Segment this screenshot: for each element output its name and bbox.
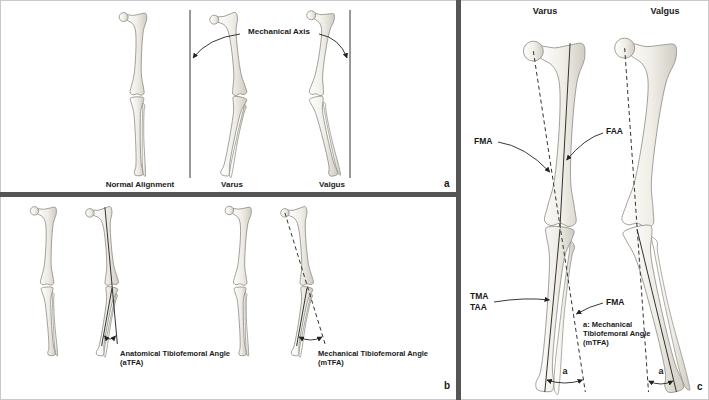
anatomical-axis-line — [105, 207, 117, 344]
angle-label: Anatomical Tibiofemoral Angle (aTFA) — [120, 349, 232, 367]
leg-skeleton — [86, 207, 119, 358]
leader-arrow — [193, 34, 240, 58]
tibia-bone — [96, 287, 118, 356]
tibia-bone — [536, 226, 574, 391]
mechanical-axis-line — [285, 213, 325, 344]
femur-bone — [231, 207, 251, 285]
tibia-bone — [41, 287, 55, 356]
femoral-mechanical-axis — [625, 48, 649, 392]
femur-bone — [126, 13, 147, 95]
femoral-head — [210, 15, 219, 24]
leg-skeleton — [225, 206, 251, 356]
femoral-head — [30, 207, 38, 215]
leader-arrow — [576, 303, 603, 314]
leader-arrow — [567, 133, 603, 160]
alignment-label: Varus — [515, 6, 575, 17]
panel-letter: c — [697, 381, 707, 393]
leg-skeleton — [30, 207, 57, 356]
leader-arrow — [494, 299, 549, 302]
angle-symbol: a — [655, 366, 667, 377]
axis-group — [102, 10, 677, 392]
axis-label: Mechanical Axis — [239, 27, 319, 37]
alignment-label: Valgus — [307, 180, 357, 190]
axis-abbreviation: FMA — [606, 297, 636, 307]
femoral-mechanical-axis — [533, 51, 585, 392]
tibial-axis-line — [297, 288, 307, 346]
femoral-head — [86, 209, 95, 218]
angle-symbol: a — [559, 366, 571, 377]
leader-arrow — [498, 142, 550, 172]
axis-abbreviation: FMA — [474, 136, 504, 146]
leg-skeleton — [523, 41, 585, 394]
tibial-axis-line — [637, 229, 676, 392]
tibia-bone — [130, 97, 144, 176]
angle-label: Mechanical Tibiofemoral Angle (mTFA) — [318, 349, 430, 367]
femoral-head — [307, 11, 316, 20]
mechanical-axis-line — [350, 10, 351, 178]
axis-abbreviation: TAA — [470, 302, 500, 312]
femoral-head — [225, 206, 233, 214]
angle-arc — [649, 381, 673, 384]
femur-bone — [216, 12, 247, 95]
panel-separator — [456, 0, 461, 400]
tibial-axis-line — [102, 288, 112, 346]
tibial-axis-line — [545, 229, 560, 392]
panel-letter: a — [444, 178, 458, 190]
angle-arc — [547, 380, 583, 383]
axis-abbreviation: FAA — [606, 126, 636, 136]
tibia-bone — [291, 287, 313, 356]
panel-letter: b — [444, 380, 458, 392]
leg-skeleton — [615, 38, 690, 392]
bone-group — [30, 11, 690, 395]
angle-caption: a: Mechanical Tibiofemoral Angle (mTFA) — [583, 320, 651, 347]
alignment-label: Valgus — [635, 6, 695, 17]
panel-separator — [0, 192, 456, 197]
angle-arc — [104, 336, 115, 339]
tibia-bone — [221, 96, 247, 176]
leg-skeleton — [210, 12, 247, 177]
femur-bone — [538, 43, 585, 226]
alignment-label: Normal Alignment — [92, 180, 188, 190]
fibula-bone — [142, 103, 145, 176]
alignment-label: Varus — [207, 180, 257, 190]
fibula-bone — [245, 292, 249, 356]
axis-abbreviation: TMA — [470, 291, 500, 301]
leg-skeleton — [119, 13, 147, 177]
tibia-bone — [623, 225, 684, 392]
femur-bone — [309, 13, 334, 95]
femoral-head — [119, 13, 128, 22]
tibia-bone — [234, 287, 246, 356]
femur-bone — [287, 207, 314, 286]
femoral-anatomical-axis — [560, 43, 570, 226]
femur-bone — [622, 44, 677, 227]
leg-skeleton — [281, 207, 314, 358]
mechanical-axis-line — [190, 10, 191, 178]
femur-bone — [36, 207, 56, 285]
femur-bone — [92, 207, 119, 286]
angle-arc — [299, 337, 322, 340]
leader-arrow — [319, 34, 347, 58]
tibia-bone — [309, 96, 337, 176]
